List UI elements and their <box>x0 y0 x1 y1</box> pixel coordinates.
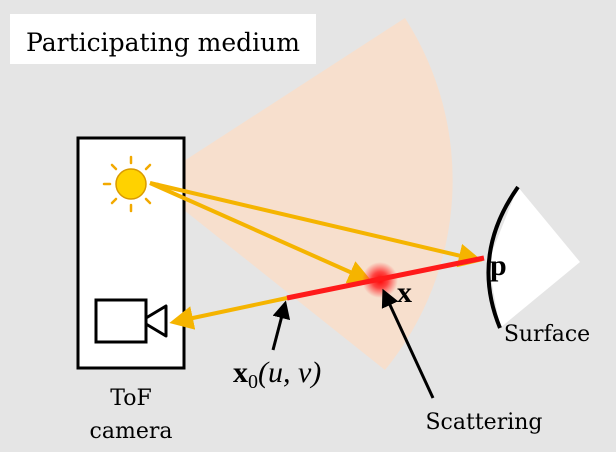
video-camera-icon <box>94 298 168 344</box>
tof-label-line2: camera <box>90 419 173 444</box>
point-x-label: x <box>397 276 412 309</box>
x0-label: x0(u, v) <box>233 356 321 393</box>
medium-label: Participating medium <box>26 28 300 57</box>
medium-label-panel <box>10 14 316 64</box>
surface-boundary <box>486 185 520 329</box>
ray-source-to-surface <box>149 181 483 268</box>
surface-patch <box>488 187 580 328</box>
x0-pointer-arrow <box>271 300 291 351</box>
tof-label-line1: ToF <box>110 386 151 411</box>
sun-icon <box>102 155 160 213</box>
scattering-label: Scattering <box>425 410 542 435</box>
x0-base: x <box>233 356 248 389</box>
scattering-pointer-arrow <box>381 288 435 399</box>
ray-source-to-scatter <box>149 181 373 284</box>
ray-return-to-camera <box>169 296 288 330</box>
x0-subscript: 0 <box>248 371 258 393</box>
scatter-path <box>286 255 485 301</box>
point-p-label: p <box>490 249 507 282</box>
x0-arguments: (u, v) <box>258 356 321 389</box>
surface-label: Surface <box>504 322 590 347</box>
